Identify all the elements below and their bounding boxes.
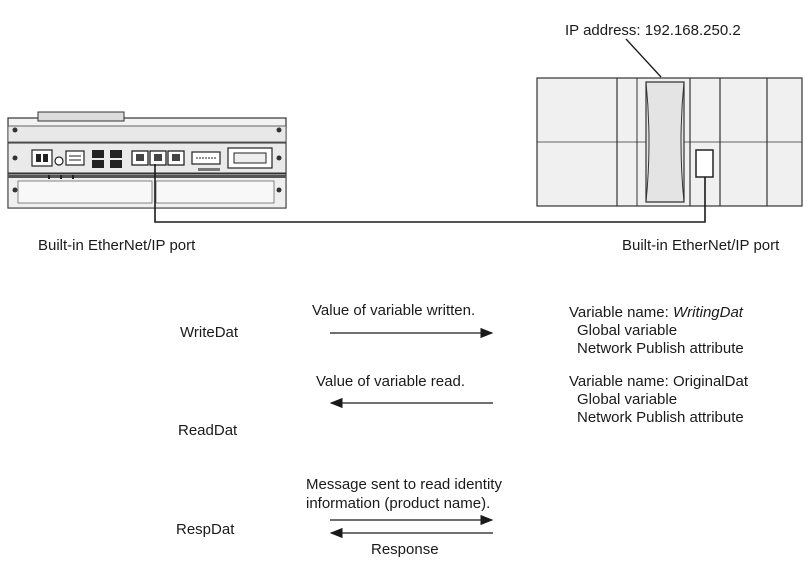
write-remote-scope: Global variable [577, 322, 678, 339]
write-remote-variable: Variable name: WritingDat Global variabl… [569, 304, 744, 358]
request-label-line1: Message sent to read identity [306, 476, 502, 493]
write-remote-name-line: Variable name: WritingDat [569, 304, 744, 322]
request-label-line2: information (product name). [306, 495, 491, 512]
read-remote-name: OriginalDat [672, 373, 748, 390]
read-remote-scope: Global variable [577, 391, 678, 408]
read-arrow-label: Value of variable read. [316, 373, 465, 390]
left-port-label: Built-in EtherNet/IP port [38, 237, 196, 254]
write-arrow-label: Value of variable written. [312, 302, 476, 319]
read-local-variable: ReadDat [178, 422, 238, 439]
ethernet-cable [154, 164, 706, 223]
ip-address-label: IP address: 192.168.250.2 [565, 22, 741, 39]
read-remote-name-line: Variable name: OriginalDat [569, 373, 748, 391]
write-remote-attribute: Network Publish attribute [577, 340, 744, 357]
write-local-variable: WriteDat [180, 324, 239, 341]
write-remote-name-prefix: Variable name: [569, 304, 673, 321]
resp-local-variable: RespDat [176, 521, 235, 538]
ip-leader-line [625, 38, 662, 78]
right-port-label: Built-in EtherNet/IP port [622, 237, 780, 254]
read-remote-variable: Variable name: OriginalDat Global variab… [569, 373, 748, 427]
read-remote-attribute: Network Publish attribute [577, 409, 744, 426]
left-controller [7, 111, 287, 209]
read-remote-name-prefix: Variable name: [569, 373, 673, 390]
right-controller [536, 77, 803, 207]
response-label: Response [371, 541, 439, 558]
write-remote-name: WritingDat [672, 304, 743, 321]
